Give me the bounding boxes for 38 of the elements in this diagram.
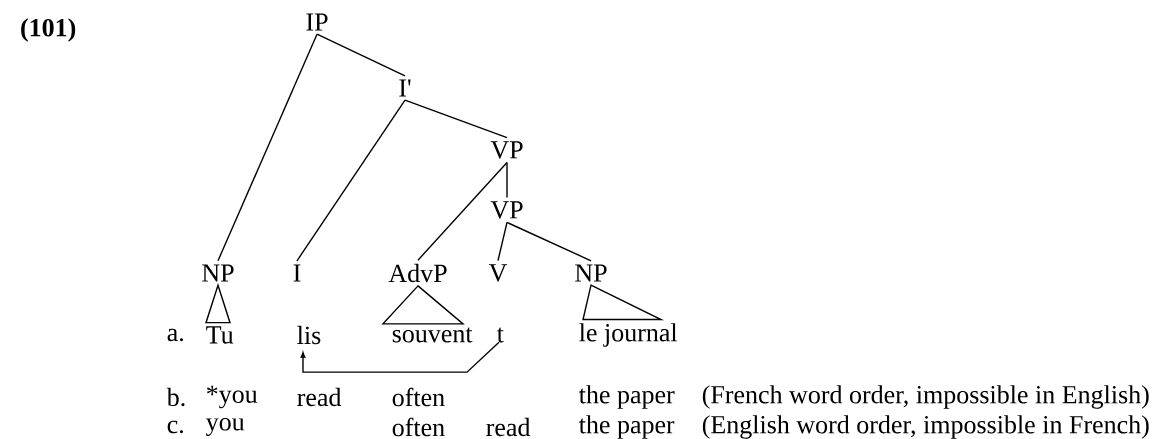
- word: le journal: [579, 323, 678, 347]
- branch-line: [296, 99, 406, 262]
- gloss-text: c.: [167, 420, 184, 434]
- tree-label: V: [488, 264, 508, 282]
- gloss-text: b.: [166, 387, 185, 407]
- gloss-text: *you: [206, 385, 258, 409]
- gloss-text: the paper: [578, 415, 675, 439]
- gloss-text: (French word order, impossible in English): [702, 385, 1149, 409]
- branch-line: [404, 99, 508, 139]
- movement-arrow: [300, 341, 500, 373]
- gloss-text: you: [206, 418, 245, 436]
- branch-line: [217, 33, 318, 262]
- gloss-text: often: [392, 417, 445, 437]
- branch-line: [417, 161, 508, 261]
- tree-label: AdvP: [388, 263, 447, 283]
- tree-label: I': [399, 79, 411, 97]
- tree-label: IP: [306, 13, 328, 31]
- tree-label: VP: [490, 141, 523, 159]
- triangle-line: [582, 284, 665, 321]
- tree-label: I: [293, 264, 301, 282]
- gloss-text: a.: [167, 328, 184, 342]
- gloss-text: (English word order, impossible in French): [702, 415, 1149, 439]
- gloss-text: often: [392, 387, 445, 407]
- example-number: (101): [21, 18, 76, 42]
- gloss-text: read: [297, 387, 342, 407]
- branch-line: [506, 161, 508, 199]
- tree-label: NP: [575, 264, 607, 282]
- branch-line: [497, 221, 508, 262]
- word: Tu: [206, 326, 234, 344]
- branch-line: [316, 33, 406, 77]
- tree-label: VP: [490, 201, 523, 219]
- word: lis: [297, 325, 321, 345]
- word: souvent: [392, 327, 473, 343]
- word: t: [496, 327, 504, 343]
- gloss-text: the paper: [578, 385, 675, 409]
- tree-label: NP: [202, 264, 234, 282]
- gloss-text: read: [486, 417, 531, 437]
- branch-line: [506, 221, 592, 262]
